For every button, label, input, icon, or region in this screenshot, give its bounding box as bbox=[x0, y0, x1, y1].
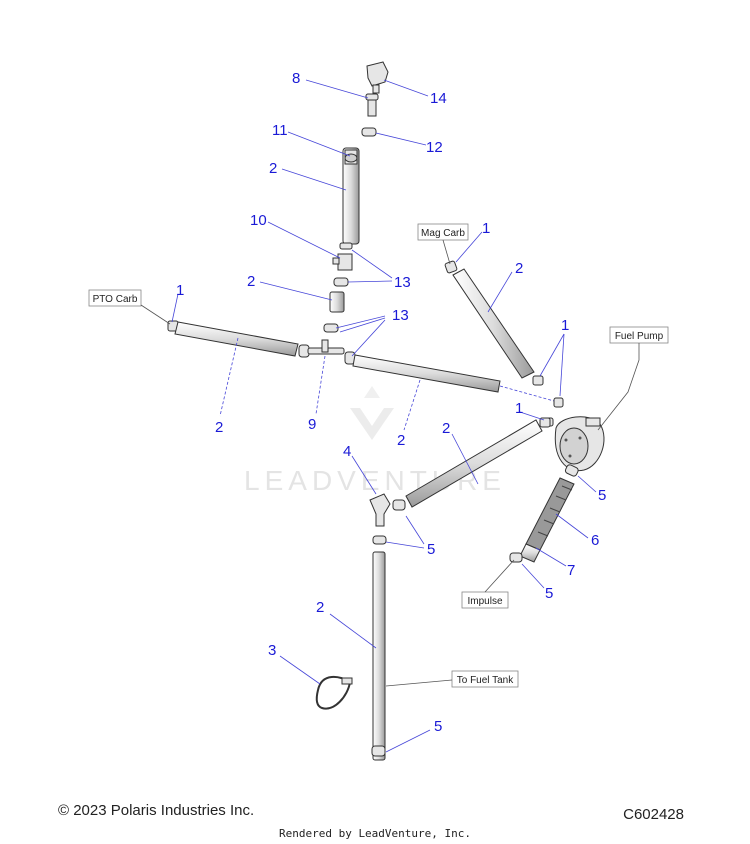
part-numbers: 8 14 11 12 2 10 13 2 13 1 2 9 2 1 2 1 1 … bbox=[176, 70, 606, 735]
clamp-13-a bbox=[333, 277, 349, 287]
part-number-2-mag: 2 bbox=[515, 260, 523, 277]
clamp-5-impulse-bottom bbox=[509, 552, 523, 563]
part-number-3: 3 bbox=[268, 642, 276, 659]
callout-impulse-text: Impulse bbox=[467, 596, 502, 607]
part-number-2-vertical: 2 bbox=[316, 599, 324, 616]
leader-lines bbox=[171, 79, 597, 753]
callout-fuel-pump-text: Fuel Pump bbox=[615, 331, 664, 342]
part-number-11: 11 bbox=[272, 122, 288, 139]
part-number-9: 9 bbox=[308, 416, 316, 433]
elbow-1-right bbox=[539, 417, 551, 428]
callout-impulse: Impulse bbox=[461, 559, 515, 609]
callout-pto-carb: PTO Carb bbox=[88, 289, 171, 325]
clamp-12 bbox=[361, 127, 377, 137]
part-number-2-short: 2 bbox=[247, 273, 255, 290]
part-number-2-pto: 2 bbox=[215, 419, 223, 436]
fitting-8 bbox=[365, 93, 379, 117]
callout-mag-carb: Mag Carb bbox=[417, 223, 469, 265]
part-number-5-impulse: 5 bbox=[545, 585, 553, 602]
part-number-1-mag: 1 bbox=[482, 220, 490, 237]
cable-tie-3 bbox=[315, 676, 353, 710]
fitting-10 bbox=[332, 242, 353, 271]
tube-2-upper bbox=[342, 147, 360, 245]
part-number-10: 10 bbox=[250, 212, 267, 229]
tube-2-pto bbox=[174, 321, 299, 357]
part-number-2-diagonal: 2 bbox=[442, 420, 450, 437]
rendered-by-text: Rendered by LeadVenture, Inc. bbox=[278, 827, 472, 840]
mag-elbow-1-low bbox=[532, 375, 544, 386]
callout-fuel-pump: Fuel Pump bbox=[597, 326, 669, 431]
tee-fitting-4 bbox=[369, 493, 391, 527]
callout-to-fuel-tank: To Fuel Tank bbox=[385, 670, 519, 688]
tube-2-vertical bbox=[372, 551, 386, 761]
part-number-4: 4 bbox=[343, 443, 351, 460]
part-number-7: 7 bbox=[567, 562, 575, 579]
fuel-pump bbox=[542, 397, 605, 472]
part-number-6: 6 bbox=[591, 532, 599, 549]
tube-2-short bbox=[329, 291, 345, 313]
top-fitting-14 bbox=[366, 61, 389, 94]
watermark: LEADVENTURE bbox=[244, 386, 501, 496]
impulse-tube-7 bbox=[519, 543, 541, 563]
clamp-13-b bbox=[323, 323, 339, 333]
part-number-5-bottom: 5 bbox=[434, 718, 442, 735]
part-number-2-main: 2 bbox=[397, 432, 405, 449]
part-number-1-pto: 1 bbox=[176, 282, 184, 299]
clamp-5-diag bbox=[392, 499, 406, 511]
part-number-13-top: 13 bbox=[394, 274, 411, 291]
part-number-1-right: 1 bbox=[515, 400, 523, 417]
tee-fitting-9 bbox=[307, 339, 345, 355]
part-number-5-pump: 5 bbox=[598, 487, 606, 504]
diagram-id: C602428 bbox=[623, 806, 684, 823]
part-number-8: 8 bbox=[292, 70, 300, 87]
copyright-text: © 2023 Polaris Industries Inc. bbox=[58, 802, 255, 819]
part-number-13-mid: 13 bbox=[392, 307, 409, 324]
tube-2-main bbox=[352, 354, 555, 402]
callout-mag-carb-text: Mag Carb bbox=[421, 228, 465, 239]
clamp-5-vertical-bottom bbox=[371, 745, 386, 757]
callout-pto-carb-text: PTO Carb bbox=[93, 294, 138, 305]
impulse-sleeve-6 bbox=[525, 477, 575, 551]
clamp-5-vertical-top bbox=[372, 535, 387, 545]
tube-2-diagonal bbox=[405, 419, 543, 508]
part-number-14: 14 bbox=[430, 90, 447, 107]
mag-elbow-1 bbox=[444, 260, 458, 274]
clamp-5-impulse-top bbox=[564, 464, 579, 477]
part-number-1-pump: 1 bbox=[561, 317, 569, 334]
part-number-12: 12 bbox=[426, 139, 443, 156]
callout-to-fuel-tank-text: To Fuel Tank bbox=[457, 675, 515, 686]
part-number-5-diag: 5 bbox=[427, 541, 435, 558]
part-number-2-top: 2 bbox=[269, 160, 277, 177]
tube-2-mag bbox=[452, 268, 535, 379]
